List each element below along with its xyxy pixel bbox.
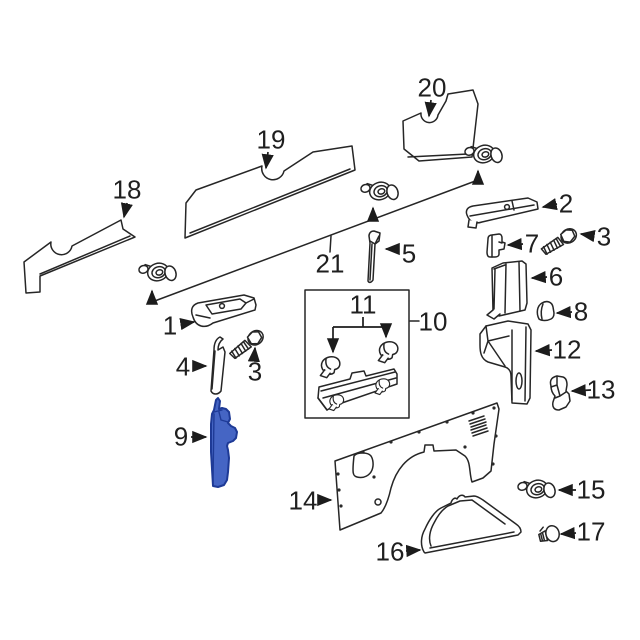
part-14-quarter-panel bbox=[334, 402, 500, 531]
callout-16: 16 bbox=[375, 536, 405, 567]
callout-4: 4 bbox=[175, 351, 191, 382]
callout-15: 15 bbox=[576, 474, 606, 505]
callout-6: 6 bbox=[548, 261, 564, 292]
rivet-holes bbox=[336, 406, 498, 508]
callout-12: 12 bbox=[552, 334, 582, 365]
callout-10: 10 bbox=[418, 306, 448, 337]
callout-8: 8 bbox=[573, 296, 589, 327]
callout-19: 19 bbox=[256, 124, 286, 155]
fastener-pin-17 bbox=[536, 523, 562, 546]
callout-9: 9 bbox=[173, 421, 189, 452]
part-16-wheelhouse-cover bbox=[420, 494, 522, 554]
part-13-bracket bbox=[549, 375, 571, 411]
panel-20 bbox=[402, 89, 479, 162]
panel-18 bbox=[23, 219, 136, 294]
rail-line-21 bbox=[145, 169, 485, 305]
callout-21: 21 bbox=[315, 248, 345, 279]
callout-18: 18 bbox=[112, 174, 142, 205]
callout-3-right: 3 bbox=[596, 221, 612, 252]
panel-19 bbox=[184, 145, 356, 239]
part-2-bracket bbox=[465, 197, 539, 229]
part-8-cap bbox=[536, 300, 555, 322]
fastener-clip-15 bbox=[516, 472, 558, 507]
callout-13: 13 bbox=[586, 374, 616, 405]
part-6-pillar-panel bbox=[486, 260, 528, 320]
part-5-pillar-trim bbox=[367, 230, 381, 284]
part-9-highlighted-panel bbox=[210, 397, 238, 488]
callout-14: 14 bbox=[288, 485, 318, 516]
callout-1: 1 bbox=[162, 310, 178, 341]
callout-5: 5 bbox=[401, 238, 417, 269]
callout-20: 20 bbox=[417, 72, 447, 103]
part-9-shape bbox=[210, 397, 238, 488]
fastener-clip-left bbox=[137, 255, 179, 290]
callout-2: 2 bbox=[558, 188, 574, 219]
callout-17: 17 bbox=[576, 516, 606, 547]
part-12-pillar-panel bbox=[479, 320, 532, 405]
part-1-bracket bbox=[190, 294, 257, 328]
part-4-trim bbox=[210, 336, 226, 395]
part-7-clip bbox=[486, 233, 506, 258]
callout-arrows bbox=[120, 99, 596, 558]
screw-3-right bbox=[538, 225, 580, 259]
callout-3-left: 3 bbox=[247, 356, 263, 387]
box-step-bracket bbox=[317, 368, 398, 412]
callout-11: 11 bbox=[349, 289, 377, 320]
fastener-clip-middle bbox=[359, 174, 401, 209]
callout-7: 7 bbox=[524, 228, 540, 259]
